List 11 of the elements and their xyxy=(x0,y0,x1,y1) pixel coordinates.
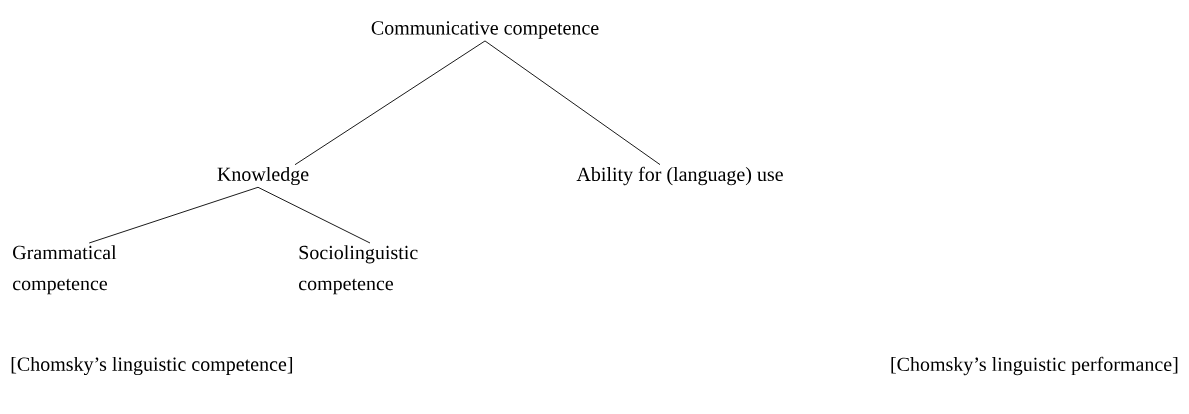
tree-node-label: Knowledge xyxy=(217,166,309,186)
tree-node-label: Sociolinguistic competence xyxy=(299,245,418,295)
tree-branch-line xyxy=(294,40,486,166)
tree-branch-line xyxy=(88,186,259,244)
bracket-note: [Chomsky’s linguistic competence] xyxy=(11,356,292,376)
tree-branch-line xyxy=(484,40,661,166)
bracket-note: [Chomsky’s linguistic performance] xyxy=(891,356,1178,376)
tree-node-label: Ability for (language) use xyxy=(576,166,783,186)
tree-node-label: Grammatical competence xyxy=(13,245,117,295)
tree-branch-line xyxy=(257,186,371,244)
tree-node-label: Communicative competence xyxy=(371,21,599,39)
